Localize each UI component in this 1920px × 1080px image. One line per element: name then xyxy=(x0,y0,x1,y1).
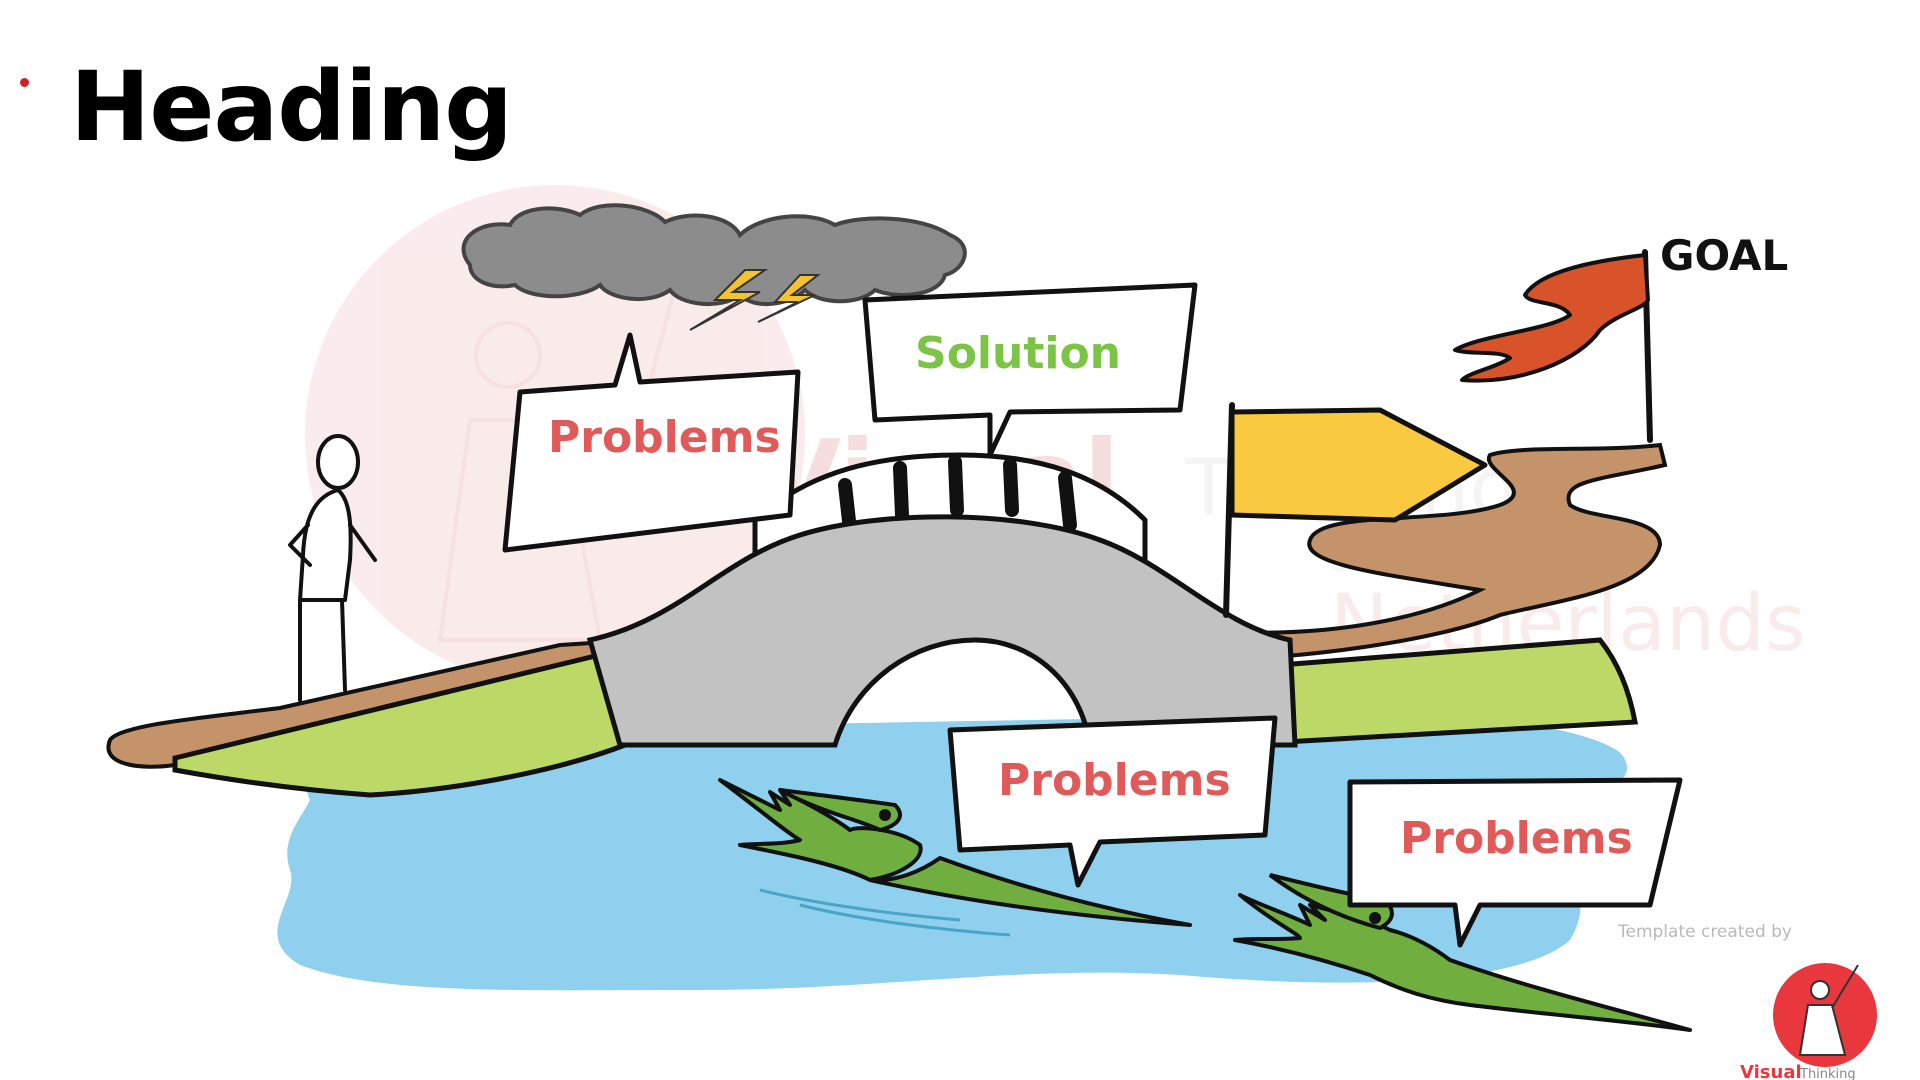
speech-box-problems-middle: Problems xyxy=(947,715,1278,888)
goal-label: GOAL xyxy=(1660,231,1788,280)
speech-box-problems-middle-shape xyxy=(947,715,1278,888)
brand-name-thinking: Thinking xyxy=(1799,1067,1856,1080)
problems-label-left: Problems xyxy=(548,412,781,463)
crocodile-middle-eye xyxy=(879,809,891,821)
solution-label: Solution xyxy=(915,328,1121,379)
brand-name-visual: Visual xyxy=(1740,1062,1802,1080)
left-grass xyxy=(172,646,628,798)
problems-label-right: Problems xyxy=(1400,813,1633,864)
speech-box-problems-left-shape xyxy=(502,332,801,553)
crocodile-right-upper-jaw xyxy=(1268,873,1394,931)
crocodile-right xyxy=(1233,873,1692,1032)
flag-cloth xyxy=(1453,253,1650,383)
crocodile-middle-ripples xyxy=(759,888,1011,937)
speech-box-solution-shape xyxy=(862,282,1198,458)
speech-box-problems-right: Problems xyxy=(1347,777,1683,948)
bridge-railing-posts xyxy=(838,455,1077,537)
cloud-body xyxy=(461,203,967,307)
bridge-body xyxy=(586,514,1298,748)
crocodile-right-body xyxy=(1233,893,1692,1032)
lightning-bolts xyxy=(689,269,821,331)
crocodile-middle xyxy=(718,778,1192,937)
template-credit-text: Template created by xyxy=(1617,922,1792,942)
left-path xyxy=(106,637,642,769)
speech-box-solution: Solution xyxy=(862,282,1198,458)
arrow-signpost xyxy=(1223,402,1488,618)
template-credit: Template created by Visual Thinking xyxy=(1617,922,1877,1080)
heading-bullet xyxy=(20,78,29,87)
brand-logo-figure xyxy=(1798,964,1859,1056)
right-path xyxy=(1198,442,1668,663)
speech-box-problems-right-shape xyxy=(1347,777,1683,948)
yellow-arrow xyxy=(1229,407,1488,523)
storm-cloud xyxy=(461,203,967,331)
right-grass xyxy=(1277,637,1638,745)
crocodile-middle-upper-jaw xyxy=(779,788,902,833)
crocodile-right-eye xyxy=(1369,912,1381,924)
speech-box-problems-left: Problems xyxy=(502,332,801,553)
problems-label-middle: Problems xyxy=(998,755,1231,806)
goal-flag xyxy=(1453,249,1653,443)
stick-figure xyxy=(288,434,377,702)
bridge xyxy=(586,452,1298,748)
slide-heading: Heading xyxy=(70,51,513,163)
